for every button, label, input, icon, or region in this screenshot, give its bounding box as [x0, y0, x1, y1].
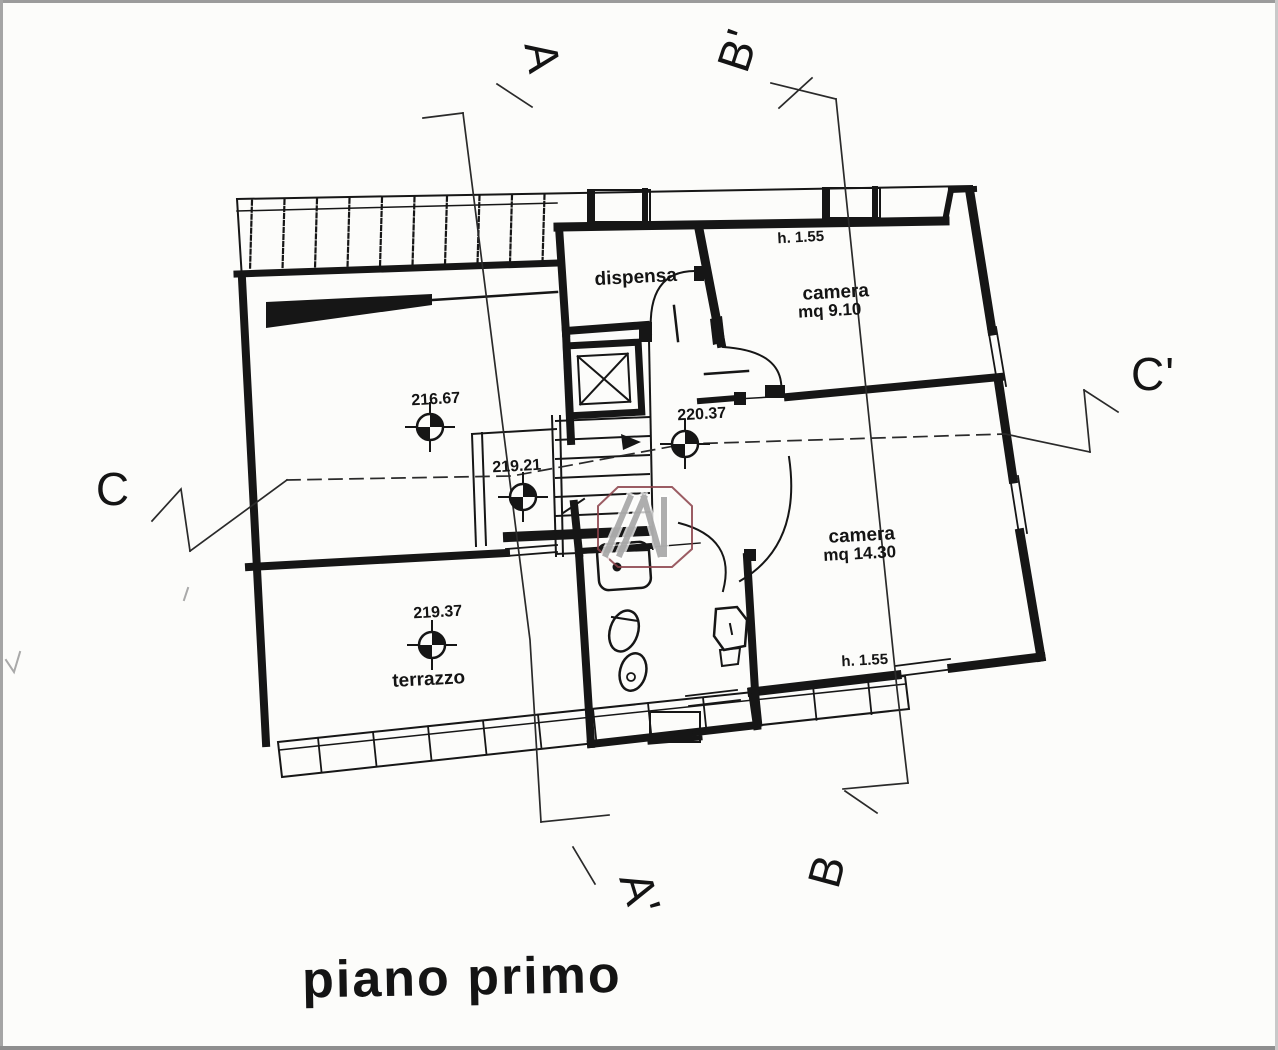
benchmark-216-67: [405, 402, 455, 452]
room-label-camera-grande: camera: [828, 523, 896, 547]
scan-edge-top: [0, 0, 1278, 3]
room-labels: dispensa h. 1.55 camera mq 9.10 camera m…: [392, 228, 897, 692]
benchmark-219-37: [407, 620, 457, 670]
benchmark-220-37: [660, 419, 710, 469]
scan-specks: [4, 586, 190, 675]
section-line-c: [150, 388, 1120, 553]
wall-caps: [639, 266, 785, 561]
elevation-value-220-37: 220.37: [677, 405, 727, 425]
scan-edge-bottom: [0, 1046, 1278, 1050]
terrace-railing: [276, 674, 911, 779]
room-label-camera-piccola: camera: [802, 280, 870, 304]
section-letter-b-top: B': [707, 22, 769, 78]
scan-edge-right: [1275, 0, 1278, 1050]
bidet: [618, 652, 648, 692]
room-label-dispensa: dispensa: [594, 265, 678, 290]
elevator-shaft: [562, 338, 646, 420]
section-line-b: [769, 76, 909, 815]
room-label-terrazzo: terrazzo: [392, 667, 466, 692]
stair-treads: [554, 415, 651, 556]
sink: [712, 605, 749, 652]
height-note-camera-grande: h. 1.55: [841, 651, 889, 670]
section-letter-a-bottom: A': [609, 866, 671, 921]
balcony-hatching: [248, 193, 546, 272]
direction-arrowhead: [621, 434, 641, 450]
elevation-labels: 216.67 219.21 220.37 219.37: [411, 390, 727, 623]
section-line-a: [422, 82, 610, 886]
door-swings: [649, 269, 793, 593]
elevation-value-216-67: 216.67: [411, 390, 461, 410]
plan-title: piano primo: [302, 946, 623, 1010]
room-area-camera-grande: mq 14.30: [823, 542, 897, 565]
watermark-logo: [597, 486, 693, 568]
section-letter-a-top: A: [514, 37, 571, 77]
height-note-camera-piccola: h. 1.55: [777, 228, 825, 247]
roofline-and-balcony: [233, 184, 974, 281]
benchmark-219-21: [498, 472, 548, 522]
staircase: [550, 338, 655, 558]
railing-ticks: [317, 679, 873, 773]
agency-m-logo-icon: [602, 494, 667, 558]
room-area-camera-piccola: mq 9.10: [798, 299, 862, 321]
elevation-value-219-37: 219.37: [413, 603, 463, 623]
section-letter-c-left: C: [96, 463, 130, 515]
section-letter-b-bottom: B: [797, 849, 855, 893]
windows: [505, 325, 1029, 707]
chimney-pillars: [587, 186, 881, 224]
toilet: [607, 609, 641, 653]
elevation-value-219-21: 219.21: [492, 457, 542, 477]
section-letter-c-right: C': [1131, 348, 1175, 400]
scan-edge-left: [0, 0, 3, 1050]
stair-landing: [470, 427, 558, 548]
watermark-octagon: [597, 486, 693, 568]
